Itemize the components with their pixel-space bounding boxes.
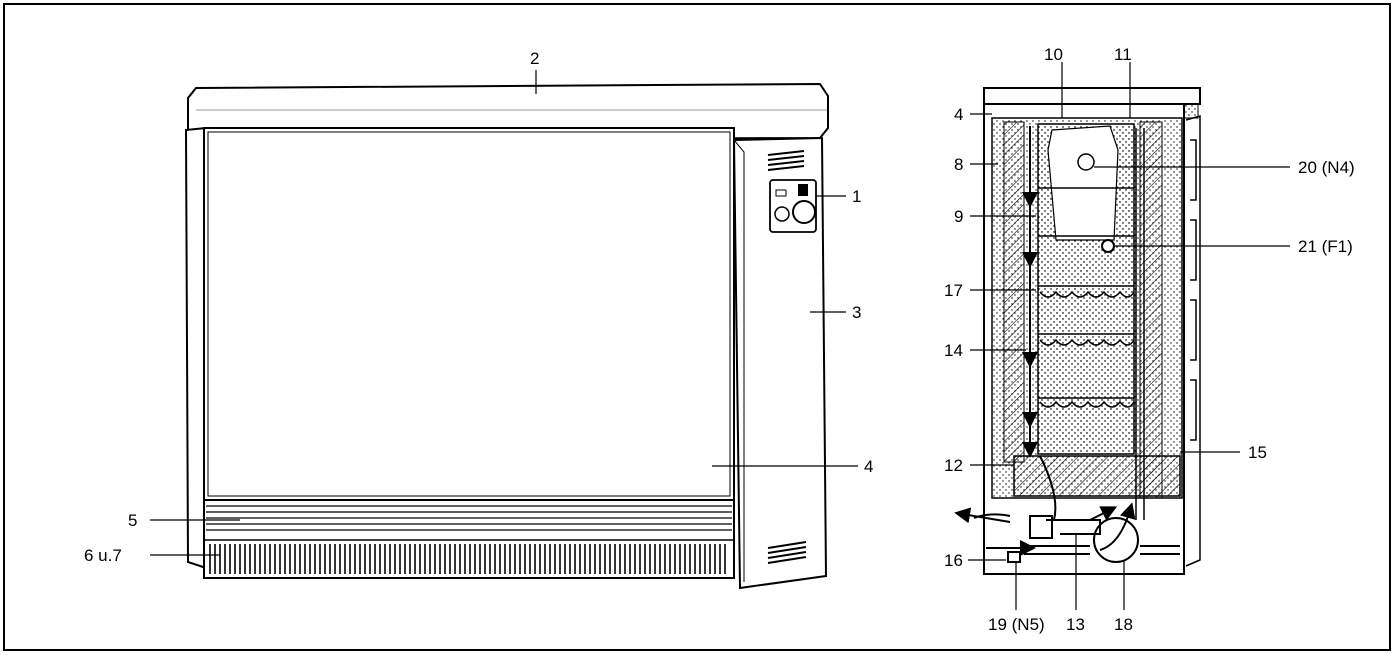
right-side-panel [732,136,828,590]
label-10: 10 [1044,45,1063,64]
component-20-n4 [1077,153,1095,171]
component-21-f1 [1101,239,1115,253]
storage-bricks [1038,187,1135,408]
label-4-front: 4 [864,457,873,476]
inner-insulation-right [1139,121,1163,499]
label-13: 13 [1066,615,1085,634]
air-return-channel [1135,128,1145,520]
sensor-19-n5 [1007,551,1021,563]
label-18: 18 [1114,615,1133,634]
side-vent-top [767,150,805,171]
label-3: 3 [852,303,861,322]
heater-cross-section [954,87,1201,575]
label-12: 12 [944,456,963,475]
label-19: 19 (N5) [988,615,1045,634]
label-1: 1 [852,187,861,206]
label-8: 8 [954,155,963,174]
label-5: 5 [128,511,137,530]
intake-grille-6 [209,544,726,574]
label-21: 21 (F1) [1298,237,1353,256]
label-2: 2 [530,49,539,68]
label-11: 11 [1114,45,1132,64]
air-outlet-louvres-5 [206,505,732,531]
label-4-section: 4 [954,105,963,124]
label-14: 14 [944,341,963,360]
bottom-fan-assembly [954,455,1180,563]
top-cover-section [983,87,1201,105]
label-9: 9 [954,207,963,226]
heating-element-block [1047,125,1119,241]
front-panel [203,127,735,501]
label-20: 20 (N4) [1298,158,1355,177]
control-knob-small [774,206,790,222]
label-15: 15 [1248,443,1267,462]
leader-lines-front [150,70,858,556]
label-6u7: 6 u.7 [84,546,122,565]
leader-lines-section [968,62,1290,610]
outer-casing-fins [1185,115,1201,567]
label-17: 17 [944,281,963,300]
control-knob-large [792,200,816,224]
inner-insulation-left [1003,121,1025,463]
label-16: 16 [944,551,963,570]
base-block [1013,455,1181,497]
side-vent-bottom [767,541,807,564]
heater-front-view [184,82,829,590]
